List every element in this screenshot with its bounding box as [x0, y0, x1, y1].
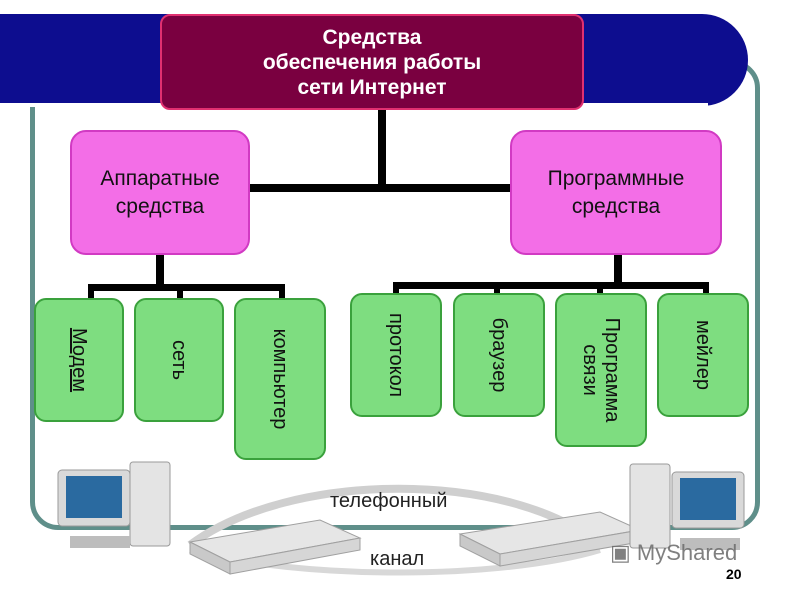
category-hardware-line-2: средства: [115, 194, 205, 218]
leaf-computer: компьютер: [234, 298, 326, 460]
leaf-protocol: протокол: [350, 293, 442, 417]
leaf-browser: браузер: [453, 293, 545, 417]
category-hardware: Аппаратные средства: [70, 130, 250, 255]
cable-label-bottom: канал: [370, 548, 425, 570]
leaf-computer-label: компьютер: [269, 328, 291, 430]
leaf-comm-program-label: Программа связи: [579, 318, 623, 423]
connector-hw-3: [279, 284, 285, 300]
connector-sw-bar: [393, 282, 709, 289]
leaf-network: сеть: [134, 298, 224, 422]
category-software-line-1: Программные: [547, 166, 685, 190]
connector-sw-trunk: [614, 255, 622, 285]
category-software: Программные средства: [510, 130, 722, 255]
leaf-modem: Модем: [34, 298, 124, 422]
connector-sw-3: [597, 282, 603, 296]
connector-sw-2: [494, 282, 500, 296]
connector-hw-1: [88, 284, 94, 300]
right-modem-icon: [458, 511, 642, 567]
left-modem-icon: [188, 519, 362, 575]
connector-hw-2: [177, 284, 183, 300]
leaf-protocol-label: протокол: [385, 312, 407, 398]
leaf-comm-program: Программа связи: [555, 293, 647, 447]
leaf-browser-label: браузер: [488, 317, 510, 393]
diagram-title: Средства обеспечения работы сети Интерне…: [160, 14, 584, 110]
title-line-3: сети Интернет: [297, 75, 447, 99]
connector-hw-trunk: [156, 255, 164, 287]
leaf-mailer-label: мейлер: [692, 320, 714, 390]
leaf-comm-program-line-2: связи: [579, 344, 601, 396]
right-computer-icon: [629, 463, 745, 550]
category-software-line-2: средства: [571, 194, 661, 218]
connector-categories: [250, 184, 512, 192]
network-illustration: [57, 461, 745, 576]
watermark-text: MyShared: [636, 540, 738, 565]
watermark-icon: ▣: [610, 540, 637, 565]
watermark-logo: ▣ MyShared: [610, 540, 737, 566]
leaf-modem-label: Модем: [68, 327, 90, 393]
page-number: 20: [726, 566, 742, 582]
cable-label-top: телефонный: [330, 490, 448, 512]
connector-sw-4: [703, 282, 709, 296]
connector-hw-bar: [88, 284, 284, 291]
title-line-1: Средства: [322, 25, 422, 49]
leaf-comm-program-line-1: Программа: [601, 317, 623, 423]
connector-sw-1: [393, 282, 399, 296]
leaf-mailer: мейлер: [657, 293, 749, 417]
category-hardware-line-1: Аппаратные: [100, 166, 220, 190]
connector-title-trunk: [378, 110, 386, 190]
title-line-2: обеспечения работы: [262, 50, 482, 74]
leaf-network-label: сеть: [168, 339, 190, 381]
left-computer-icon: [57, 461, 171, 548]
